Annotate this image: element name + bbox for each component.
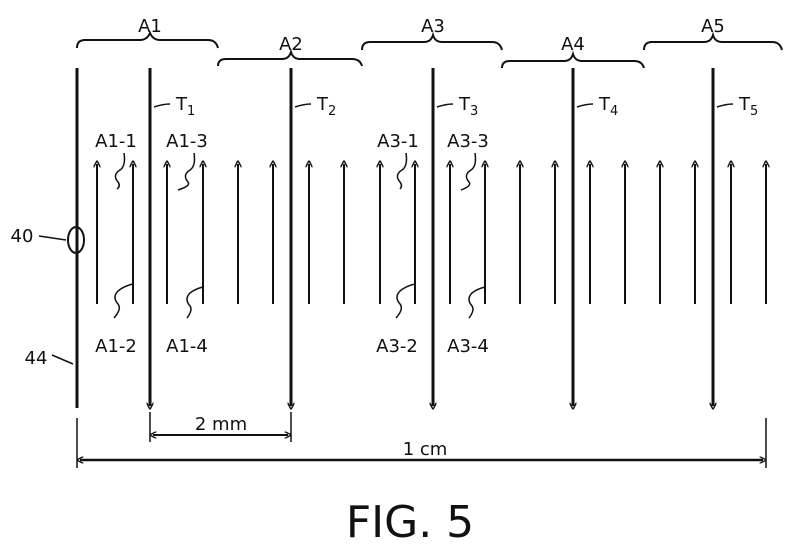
transmitter-arrows xyxy=(150,68,713,406)
brace-a4 xyxy=(502,54,644,68)
dim-2mm-label: 2 mm xyxy=(195,414,247,435)
figure-caption: FIG. 5 xyxy=(346,497,474,548)
brace-a5 xyxy=(644,35,782,50)
label-a3-1: A3-1 xyxy=(377,131,419,152)
label-t3: T3 xyxy=(458,94,478,119)
leader-t1 xyxy=(154,104,170,107)
dimension-1cm: 1 cm xyxy=(77,418,766,468)
label-t3-sub: 3 xyxy=(470,104,478,119)
label-t4-sub: 4 xyxy=(610,104,618,119)
leader-t2 xyxy=(295,104,311,107)
leader-a3-3 xyxy=(461,153,476,190)
group-label-a3: A3 xyxy=(421,16,445,37)
leader-a1-1 xyxy=(115,153,124,189)
transmitter-labels: T1 T2 T3 T4 T5 xyxy=(154,94,758,119)
label-a1-3: A1-3 xyxy=(166,131,208,152)
group-label-a4: A4 xyxy=(561,34,585,55)
label-t4: T4 xyxy=(598,94,618,119)
dimension-2mm: 2 mm xyxy=(150,412,291,442)
leader-t3 xyxy=(437,104,453,107)
group-label-a5: A5 xyxy=(701,16,725,37)
label-a3-2: A3-2 xyxy=(376,336,418,357)
label-t1-sub: 1 xyxy=(187,104,195,119)
label-a1-2: A1-2 xyxy=(95,336,137,357)
group-braces xyxy=(77,33,782,68)
leader-t5 xyxy=(717,104,733,107)
label-t1: T1 xyxy=(175,94,195,119)
leader-a3-2 xyxy=(396,284,415,318)
label-a3-4: A3-4 xyxy=(447,336,489,357)
label-a1-1: A1-1 xyxy=(95,131,137,152)
leader-44 xyxy=(52,355,73,364)
label-40: 40 xyxy=(11,226,34,247)
leader-t4 xyxy=(577,104,593,107)
brace-a3 xyxy=(362,35,502,50)
label-t2-sub: 2 xyxy=(328,104,336,119)
group-label-a1: A1 xyxy=(138,16,162,37)
label-a1-4: A1-4 xyxy=(166,336,208,357)
dim-1cm-label: 1 cm xyxy=(403,439,448,460)
label-44: 44 xyxy=(25,348,48,369)
leader-a1-2 xyxy=(114,284,133,318)
leader-40 xyxy=(39,236,66,240)
leader-a1-3 xyxy=(178,153,195,190)
group-label-a2: A2 xyxy=(279,34,303,55)
leader-a3-1 xyxy=(397,153,406,189)
label-a3-3: A3-3 xyxy=(447,131,489,152)
leader-a3-4 xyxy=(469,287,485,318)
label-t2: T2 xyxy=(316,94,336,119)
label-t5-sub: 5 xyxy=(750,104,758,119)
leader-a1-4 xyxy=(187,287,203,318)
label-t5: T5 xyxy=(738,94,758,119)
